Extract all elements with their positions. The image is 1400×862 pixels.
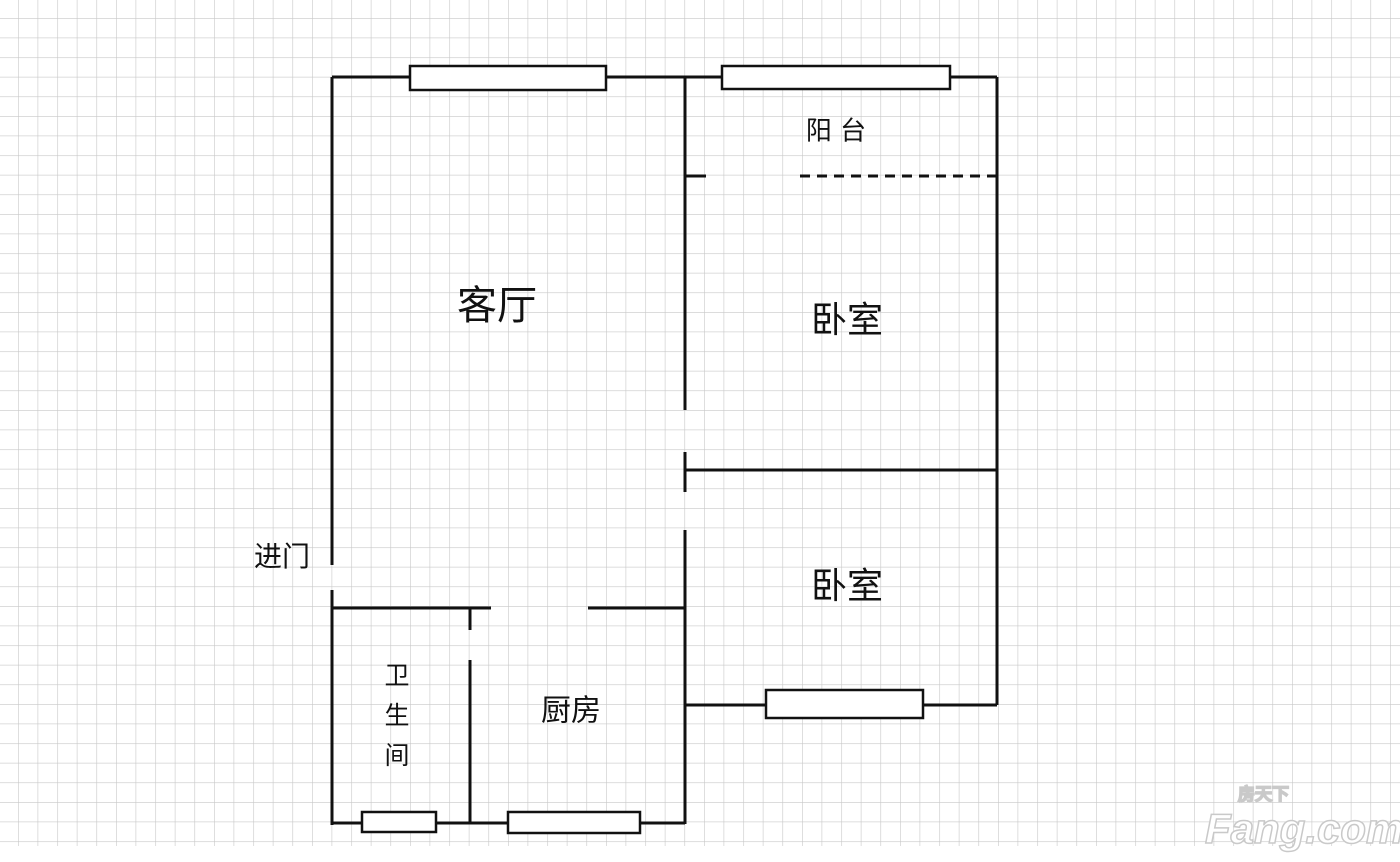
window-kitchen: [506, 810, 642, 835]
watermark-brand: Fang.com: [1205, 805, 1400, 852]
bathroom-label-2: 生: [384, 701, 409, 730]
watermark-logo: 房天下 Fang.com: [1204, 783, 1400, 853]
bedroom-2-label: 卧室: [811, 566, 883, 607]
entrance-label: 进门: [254, 540, 310, 573]
watermark-brand-cn: 房天下: [1238, 784, 1289, 804]
bathroom-label-1: 卫: [384, 661, 409, 690]
bedroom-1-label: 卧室: [811, 300, 883, 341]
living-room-label: 客厅: [457, 283, 537, 329]
bathroom-label-3: 间: [384, 741, 409, 770]
window-bathroom: [360, 810, 438, 834]
kitchen-label: 厨房: [541, 694, 601, 729]
balcony-label: 阳 台: [806, 117, 866, 147]
window-bedroom-2: [764, 688, 925, 720]
window-balcony: [720, 64, 952, 91]
walls: [330, 75, 999, 825]
window-living: [408, 64, 608, 92]
windows: [360, 64, 952, 835]
